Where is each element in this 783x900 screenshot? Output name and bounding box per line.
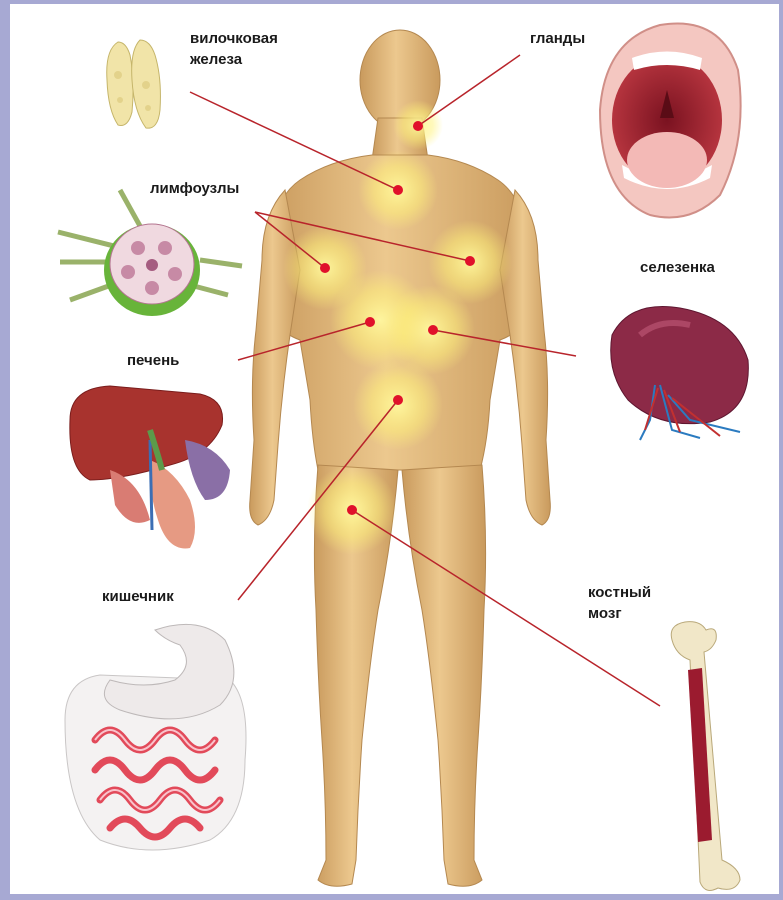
label-thymus: вилочковая железа [190,28,330,70]
left-leg [402,465,486,886]
label-bone-marrow-line1: костный [588,582,651,603]
liver-icon [70,386,230,548]
label-bone-marrow-line2: мозг [588,603,651,624]
marker-thymus [393,185,403,195]
label-liver: печень [127,350,179,371]
marker-bone-marrow [347,505,357,515]
lymph-node-icon [58,190,242,316]
femur-bone-icon [671,622,740,891]
label-bone-marrow: костный мозг [588,582,651,624]
left-arm [500,190,550,525]
spleen-icon [611,307,749,440]
label-glands: гланды [530,28,585,49]
marker-spleen [428,325,438,335]
marker-lymph-node-right [320,263,330,273]
label-intestine: кишечник [102,586,174,607]
marker-intestine [393,395,403,405]
mouth-tonsils-icon [600,23,741,217]
thymus-icon [107,40,161,128]
right-arm [250,190,300,525]
label-spleen: селезенка [640,257,715,278]
marker-liver [365,317,375,327]
label-lymph-nodes: лимфоузлы [150,178,239,199]
intestine-icon [65,624,246,850]
marker-lymph-node-left [465,256,475,266]
marker-glands [413,121,423,131]
